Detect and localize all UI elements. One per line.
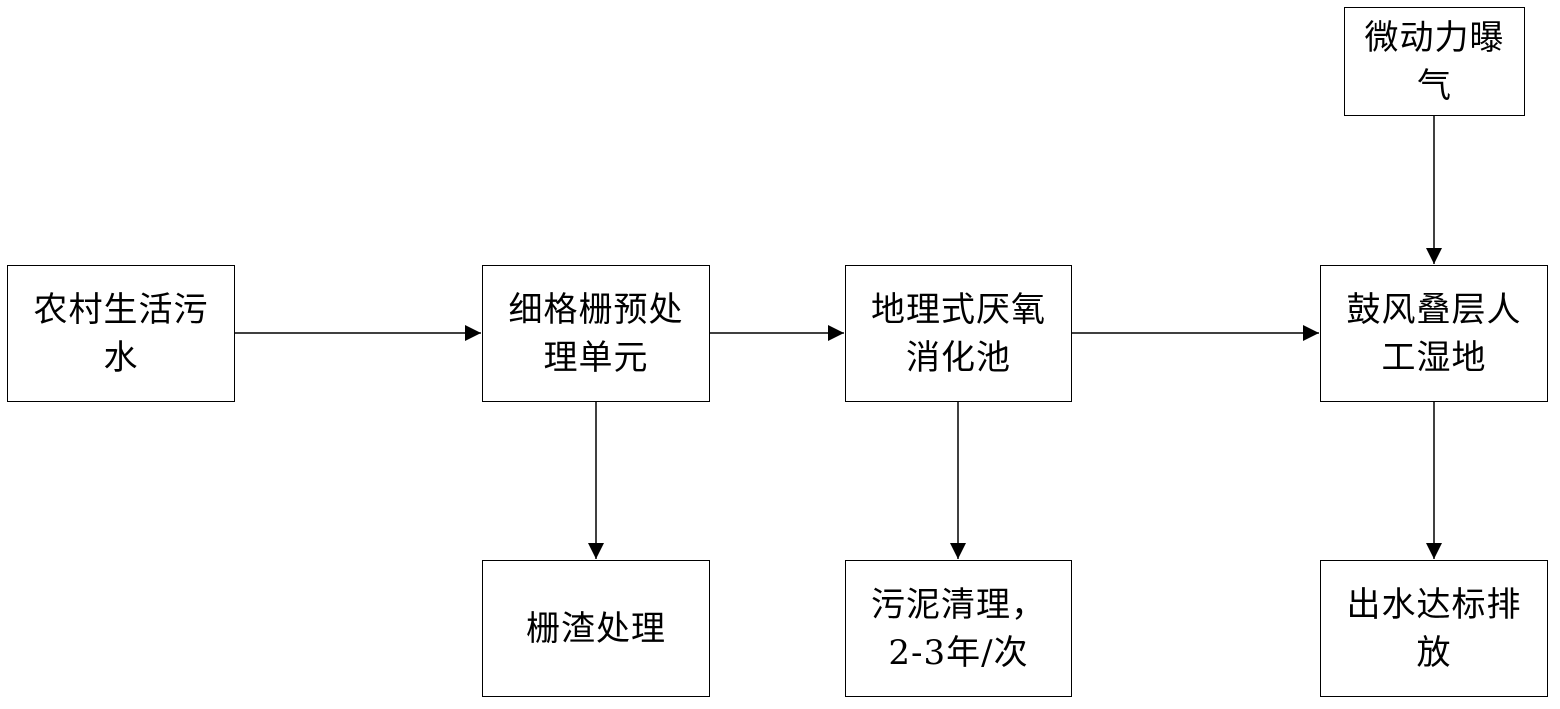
node-effluent-discharge: 出水达标排 放 bbox=[1320, 560, 1548, 697]
node-label: 微动力曝 气 bbox=[1364, 17, 1505, 106]
node-label: 污泥清理， 2-3年/次 bbox=[871, 584, 1046, 673]
node-micro-power-aeration: 微动力曝 气 bbox=[1344, 7, 1525, 116]
node-label: 农村生活污 水 bbox=[33, 289, 209, 378]
node-label: 细格栅预处 理单元 bbox=[508, 289, 684, 378]
node-label: 出水达标排 放 bbox=[1346, 584, 1522, 673]
node-label: 鼓风叠层人 工湿地 bbox=[1346, 289, 1522, 378]
node-label: 地理式厌氧 消化池 bbox=[871, 289, 1046, 378]
node-screenings-treatment: 栅渣处理 bbox=[482, 560, 710, 697]
node-sludge-removal: 污泥清理， 2-3年/次 bbox=[845, 560, 1072, 697]
node-aerated-stacked-wetland: 鼓风叠层人 工湿地 bbox=[1320, 265, 1548, 402]
node-rural-domestic-sewage: 农村生活污 水 bbox=[7, 265, 235, 402]
node-fine-screen-pretreatment: 细格栅预处 理单元 bbox=[482, 265, 710, 402]
node-buried-anaerobic-digester: 地理式厌氧 消化池 bbox=[845, 265, 1072, 402]
node-label: 栅渣处理 bbox=[526, 608, 666, 649]
